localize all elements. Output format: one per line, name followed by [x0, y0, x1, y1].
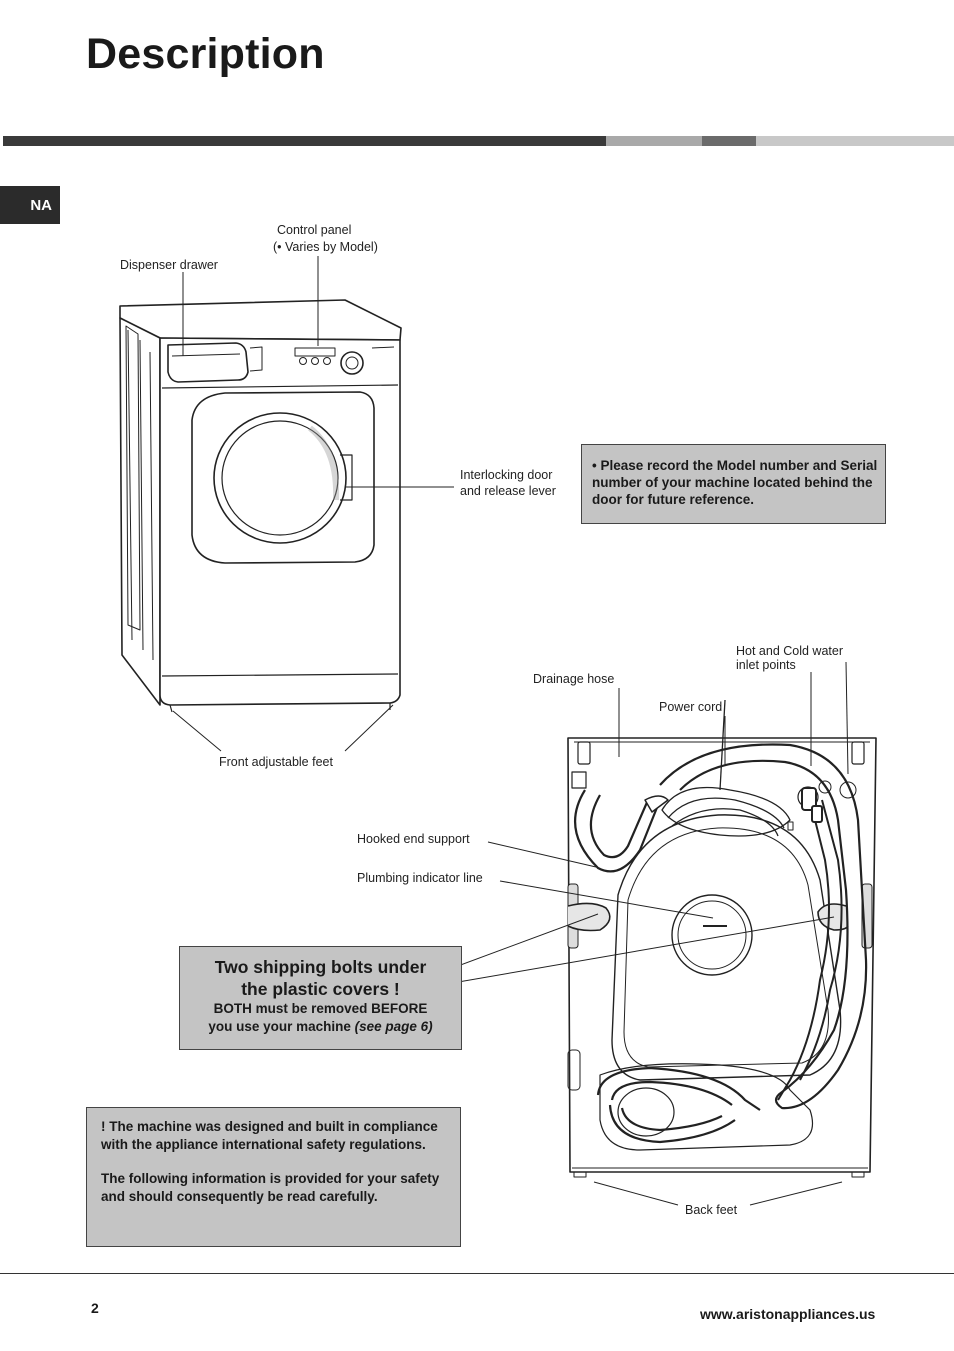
header-stripe-dark — [3, 136, 606, 146]
front-feet-line-right — [344, 704, 394, 752]
bolts-text-2-main: you use your machine — [208, 1019, 355, 1034]
see-page-reference: (see page 6) — [354, 1019, 433, 1034]
page-title: Description — [86, 30, 325, 78]
washer-back-illustration — [567, 699, 877, 1178]
bolts-heading-2: the plastic covers ! — [241, 979, 400, 999]
back-feet-line-left — [593, 1181, 679, 1206]
label-interlocking-door-1: Interlocking door — [460, 468, 553, 482]
label-back-feet: Back feet — [685, 1203, 738, 1217]
label-power-cord: Power cord — [659, 700, 723, 714]
label-drainage-hose: Drainage hose — [533, 672, 615, 686]
label-hooked-end: Hooked end support — [357, 832, 470, 846]
label-dispenser-drawer: Dispenser drawer — [120, 258, 218, 272]
front-feet-line-left — [172, 710, 222, 752]
label-inlet-points-1: Hot and Cold water — [736, 644, 844, 658]
page-number: 2 — [91, 1300, 99, 1316]
label-front-feet: Front adjustable feet — [219, 755, 333, 769]
back-feet-line-right — [749, 1181, 843, 1206]
label-control-panel: Control panel — [277, 223, 352, 237]
safety-para-1: ! The machine was designed and built in … — [101, 1119, 438, 1152]
bolt-line-right — [411, 916, 835, 991]
region-tab: NA — [0, 186, 60, 224]
header-stripe-pale — [756, 136, 954, 146]
washer-front-illustration — [119, 299, 402, 713]
safety-note: ! The machine was designed and built in … — [86, 1107, 461, 1247]
bolts-heading-1: Two shipping bolts under — [214, 957, 427, 977]
region-tab-label: NA — [30, 196, 52, 214]
inlet-line-2 — [845, 661, 849, 775]
label-plumbing-line: Plumbing indicator line — [357, 871, 483, 885]
label-varies-by-model: (• Varies by Model) — [273, 240, 378, 254]
website-link[interactable]: www.aristonappliances.us — [700, 1306, 876, 1322]
callout-leader-lines — [172, 256, 849, 1206]
hooked-end-line — [487, 841, 597, 868]
shipping-bolts-warning: Two shipping bolts under the plastic cov… — [179, 946, 462, 1050]
footer-rule — [0, 1273, 954, 1274]
header-stripe-mid — [702, 136, 756, 146]
label-interlocking-door-2: and release lever — [460, 484, 556, 498]
safety-para-2: The following information is provided fo… — [101, 1171, 440, 1204]
record-model-note: • Please record the Model number and Ser… — [581, 444, 886, 524]
plumbing-line — [499, 880, 714, 919]
bolts-text-1: BOTH must be removed BEFORE — [213, 1001, 428, 1016]
header-stripe-light — [606, 136, 702, 146]
bolts-text-2: you use your machine (see page 6) — [180, 1018, 461, 1036]
label-inlet-points-2: inlet points — [736, 658, 796, 672]
